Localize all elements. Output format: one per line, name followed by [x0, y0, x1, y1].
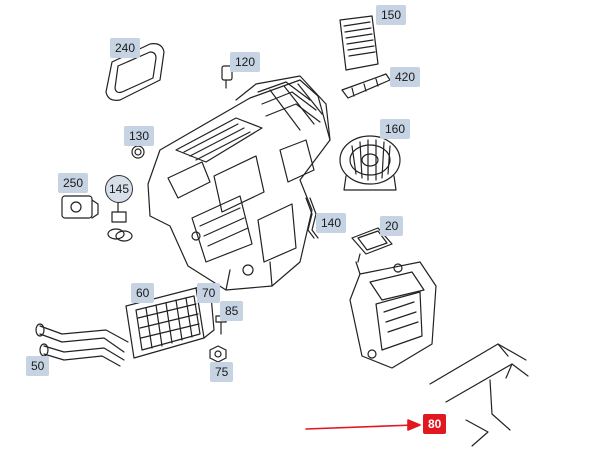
hose-part — [305, 197, 319, 239]
cabin-filter-part — [339, 15, 379, 71]
actuator-part — [61, 195, 99, 219]
callout-420[interactable]: 420 — [390, 67, 421, 87]
o-ring-part — [107, 197, 133, 242]
callout-85[interactable]: 85 — [220, 301, 244, 321]
callout-70[interactable]: 70 — [197, 283, 221, 303]
callout-75[interactable]: 75 — [210, 362, 234, 382]
callout-130[interactable]: 130 — [124, 126, 155, 146]
highlight-arrow — [305, 419, 421, 431]
callout-160[interactable]: 160 — [380, 119, 411, 139]
vehicle-outline-schematic — [429, 343, 529, 447]
callout-150[interactable]: 150 — [376, 5, 407, 25]
hvac-housing — [147, 75, 331, 291]
callout-80[interactable]: 80 — [423, 414, 447, 434]
callout-250[interactable]: 250 — [58, 173, 89, 193]
heater-pipes-part — [35, 323, 129, 367]
nut-part — [209, 345, 227, 363]
bracket-part — [341, 73, 391, 99]
callout-20[interactable]: 20 — [380, 216, 404, 236]
seal-frame-part — [351, 227, 393, 255]
sensor-part — [221, 65, 233, 89]
gasket-part — [105, 43, 165, 101]
callout-60[interactable]: 60 — [131, 283, 155, 303]
callout-140[interactable]: 140 — [316, 213, 347, 233]
callout-240[interactable]: 240 — [110, 38, 141, 58]
heater-core-part — [125, 283, 215, 359]
callout-145[interactable]: 145 — [105, 175, 133, 203]
callout-50[interactable]: 50 — [26, 356, 50, 376]
plug-part — [131, 145, 145, 159]
evaporator-housing — [349, 253, 437, 369]
callout-120[interactable]: 120 — [230, 52, 261, 72]
blower-motor-part — [339, 135, 401, 191]
